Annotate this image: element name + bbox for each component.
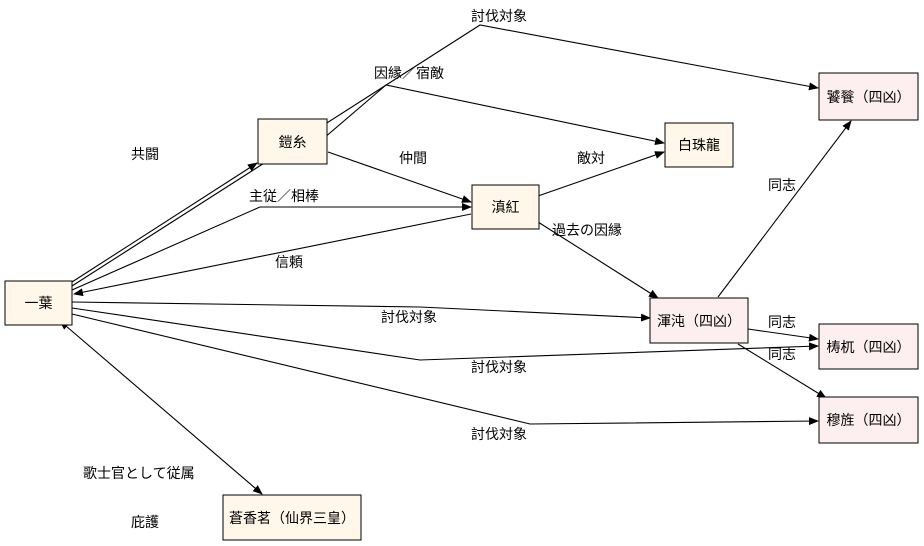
- edge-label-tekitai: 敵対: [577, 151, 605, 167]
- node-totetsu-label: 饕餮（四凶）: [827, 90, 911, 106]
- edge-tenko-hakuju: [537, 151, 665, 197]
- edge-tenko-konton: [537, 221, 659, 299]
- edge-label-nakama: 仲間: [399, 151, 427, 167]
- edge-label-kyoutou: 共闘: [131, 147, 159, 163]
- node-konton-label: 渾沌（四凶）: [657, 314, 741, 330]
- edge-label-ichiyo-konton: 討伐対象: [381, 310, 437, 326]
- edge-label-doushi-totetsu: 同志: [768, 178, 796, 194]
- edge-ichiyo-totetsu: [71, 24, 819, 287]
- node-ichiyo: 一葉: [4, 280, 73, 326]
- edge-label-higo: 庇護: [131, 515, 159, 531]
- node-soukou: 蒼香茗（仙界三皇）: [222, 494, 362, 541]
- edge-label-ichiyo-kyuki: 討伐対象: [471, 427, 527, 443]
- edge-label-utashi: 歌士官として従属: [83, 466, 195, 482]
- node-ichiyo-label: 一葉: [25, 296, 53, 312]
- edge-label-gaishi-totetsu: 討伐対象: [471, 9, 527, 25]
- edge-ichiyo-konton: [71, 301, 651, 322]
- edge-konton-toukotsu: [747, 328, 819, 342]
- edge-ichiyo-gaishi: [71, 162, 258, 283]
- edge-label-shinrai: 信頼: [275, 255, 303, 271]
- edge-label-gaishi-hakuju: 因縁／宿敵: [374, 65, 444, 82]
- node-hakuju-label: 白珠龍: [678, 137, 720, 154]
- edge-gaishi-hakuju: [309, 84, 665, 151]
- edge-label-doushi-toukotsu: 同志: [768, 315, 796, 331]
- edge-label-ichiyo-toukotsu: 討伐対象: [471, 360, 527, 376]
- edge-konton-totetsu: [717, 120, 852, 298]
- edge-label-kako: 過去の因縁: [552, 223, 622, 239]
- edge-ichiyo-tenko: [71, 203, 472, 291]
- edge-ichiyo-soukou: [59, 320, 263, 495]
- node-kyuki: 穆旌（四凶）: [818, 396, 919, 444]
- node-kyuki-label: 穆旌（四凶）: [827, 413, 911, 429]
- node-tenko-label: 滇紅: [492, 200, 520, 216]
- edge-konton-kyuki: [737, 343, 827, 399]
- node-toukotsu-label: 梼杌（四凶）: [827, 340, 911, 356]
- edge-label-shuju: 主従／相棒: [249, 189, 319, 205]
- edge-tenko-ichiyo: [73, 213, 472, 297]
- node-soukou-label: 蒼香茗（仙界三皇）: [229, 511, 355, 527]
- node-toukotsu: 梼杌（四凶）: [818, 323, 919, 370]
- edge-label-doushi-kyuki: 同志: [768, 347, 796, 363]
- node-hakuju: 白珠龍: [664, 122, 734, 168]
- node-totetsu: 饕餮（四凶）: [818, 72, 919, 121]
- node-konton: 渾沌（四凶）: [649, 297, 749, 344]
- node-gaishi: 鎧糸: [257, 118, 328, 165]
- node-gaishi-label: 鎧糸: [279, 135, 307, 151]
- node-tenko: 滇紅: [471, 184, 540, 230]
- edge-gaishi-tenko: [327, 151, 472, 203]
